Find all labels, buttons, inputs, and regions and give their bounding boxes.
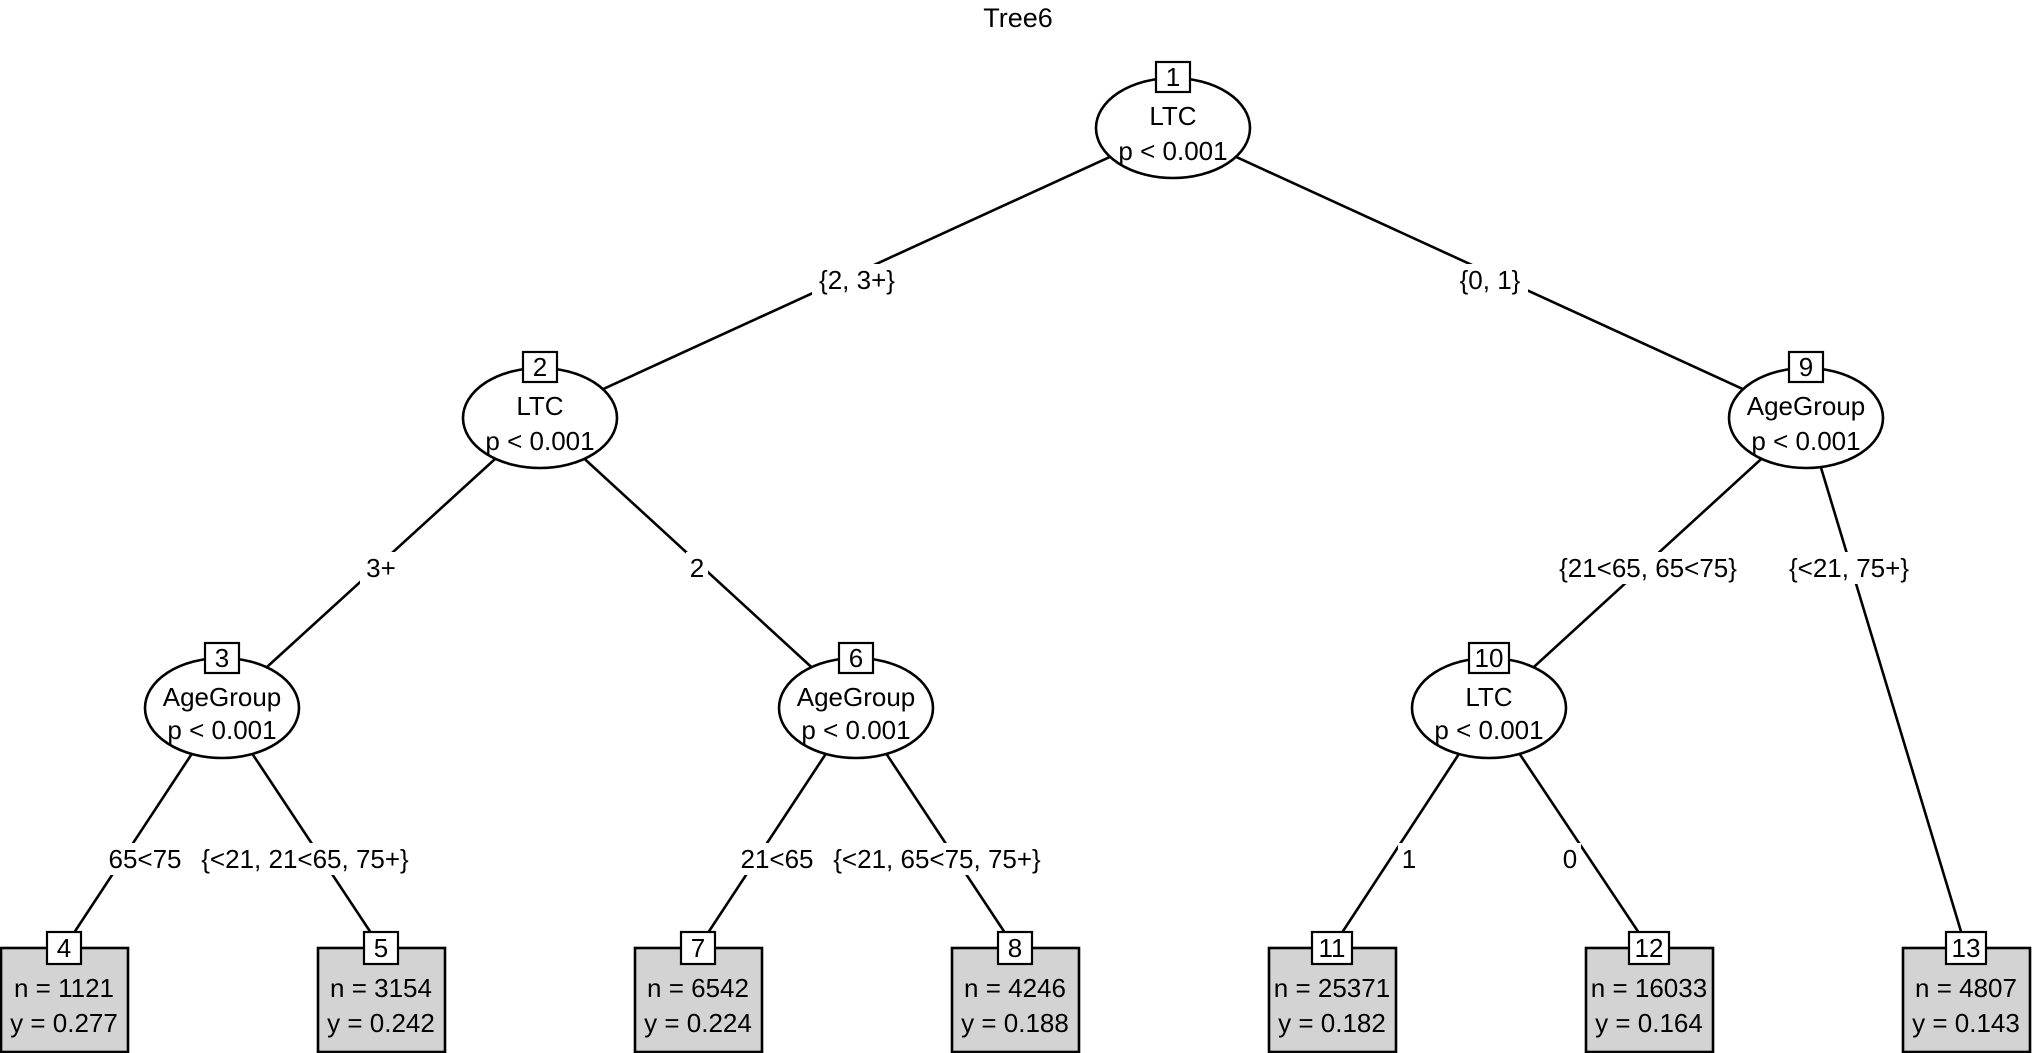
leaf-node-7: 7 n = 6542 y = 0.224 [633,930,764,1053]
svg-text:y = 0.242: y = 0.242 [327,1008,435,1038]
svg-text:21<65: 21<65 [740,844,813,874]
svg-text:AgeGroup: AgeGroup [797,682,916,712]
edge-label-2-3: 3+ [360,552,402,584]
edge-label-3-4: 65<75 [102,843,188,875]
edge-label-6-7: 21<65 [734,843,820,875]
leaf-node-5: 5 n = 3154 y = 0.242 [316,930,447,1053]
svg-text:n = 4246: n = 4246 [964,973,1066,1003]
svg-text:{<21, 65<75, 75+}: {<21, 65<75, 75+} [833,844,1041,874]
svg-text:LTC: LTC [1465,682,1512,712]
inner-nodes: 1 LTC p < 0.001 2 LTC p < 0.001 3 AgeGro… [143,60,1885,760]
svg-text:{<21, 21<65, 75+}: {<21, 21<65, 75+} [201,844,409,874]
edge-label-2-6: 2 [686,552,708,584]
svg-text:n = 16033: n = 16033 [1591,973,1707,1003]
svg-text:y = 0.188: y = 0.188 [961,1008,1069,1038]
leaf-node-8: 8 n = 4246 y = 0.188 [950,930,1081,1053]
svg-text:y = 0.182: y = 0.182 [1278,1008,1386,1038]
edge-label-1-9: {0, 1} [1452,264,1528,296]
svg-text:LTC: LTC [1149,101,1196,131]
svg-text:{0, 1}: {0, 1} [1460,265,1521,295]
inner-node-9: 9 AgeGroup p < 0.001 [1727,350,1885,470]
inner-node-1: 1 LTC p < 0.001 [1094,60,1252,180]
svg-text:3: 3 [215,643,229,673]
svg-text:5: 5 [374,933,388,963]
leaf-nodes: 4 n = 1121 y = 0.277 5 n = 3154 y = 0.24… [0,930,2032,1053]
svg-text:y = 0.164: y = 0.164 [1595,1008,1703,1038]
svg-text:p < 0.001: p < 0.001 [1751,426,1860,456]
leaf-node-4: 4 n = 1121 y = 0.277 [0,930,130,1053]
svg-text:1: 1 [1166,62,1180,92]
edge-label-10-12: 0 [1559,843,1581,875]
svg-text:11: 11 [1319,933,1346,963]
edge-label-9-13: {<21, 75+} [1782,552,1916,584]
svg-text:n = 4807: n = 4807 [1915,973,2017,1003]
edges [62,126,1968,949]
svg-text:13: 13 [1952,933,1981,963]
svg-text:n = 3154: n = 3154 [330,973,432,1003]
svg-text:p < 0.001: p < 0.001 [167,715,276,745]
svg-text:9: 9 [1799,352,1813,382]
leaf-node-11: 11 n = 25371 y = 0.182 [1267,930,1398,1053]
svg-text:1: 1 [1402,844,1416,874]
svg-text:AgeGroup: AgeGroup [163,682,282,712]
svg-text:3+: 3+ [366,553,396,583]
edge-label-10-11: 1 [1398,843,1420,875]
svg-text:2: 2 [533,352,547,382]
svg-text:7: 7 [691,933,705,963]
svg-text:0: 0 [1563,844,1577,874]
svg-text:n = 25371: n = 25371 [1274,973,1390,1003]
svg-text:10: 10 [1475,643,1504,673]
inner-node-6: 6 AgeGroup p < 0.001 [777,641,935,760]
edge-label-6-8: {<21, 65<75, 75+} [820,843,1054,875]
inner-node-2: 2 LTC p < 0.001 [461,350,619,470]
leaf-node-12: 12 n = 16033 y = 0.164 [1584,930,1715,1053]
svg-text:LTC: LTC [516,391,563,421]
leaf-node-13: 13 n = 4807 y = 0.143 [1901,930,2032,1053]
edge-label-1-2: {2, 3+} [812,264,902,296]
svg-text:6: 6 [849,643,863,673]
svg-text:8: 8 [1008,933,1022,963]
tree-title: Tree6 [983,3,1053,33]
svg-text:{<21, 75+}: {<21, 75+} [1789,553,1909,583]
svg-text:n = 1121: n = 1121 [14,973,114,1003]
svg-text:2: 2 [690,553,704,583]
inner-node-10: 10 LTC p < 0.001 [1410,641,1568,760]
svg-text:p < 0.001: p < 0.001 [1118,136,1227,166]
svg-text:p < 0.001: p < 0.001 [801,715,910,745]
svg-text:p < 0.001: p < 0.001 [1434,715,1543,745]
svg-text:4: 4 [57,933,71,963]
edge-labels: {2, 3+} {0, 1} 3+ 2 65<75 {<21, 21<65, 7… [102,264,1916,875]
svg-text:65<75: 65<75 [108,844,181,874]
svg-text:y = 0.277: y = 0.277 [10,1008,118,1038]
svg-text:{21<65, 65<75}: {21<65, 65<75} [1559,553,1737,583]
svg-text:{2, 3+}: {2, 3+} [819,265,895,295]
edge-9-13 [1804,417,1968,949]
inner-node-3: 3 AgeGroup p < 0.001 [143,641,301,760]
svg-text:12: 12 [1635,933,1664,963]
svg-text:p < 0.001: p < 0.001 [485,426,594,456]
svg-text:y = 0.143: y = 0.143 [1912,1008,2020,1038]
edge-label-9-10: {21<65, 65<75} [1548,552,1748,584]
svg-text:AgeGroup: AgeGroup [1747,391,1866,421]
svg-text:n = 6542: n = 6542 [647,973,749,1003]
svg-text:y = 0.224: y = 0.224 [644,1008,752,1038]
edge-label-3-5: {<21, 21<65, 75+} [188,843,422,875]
